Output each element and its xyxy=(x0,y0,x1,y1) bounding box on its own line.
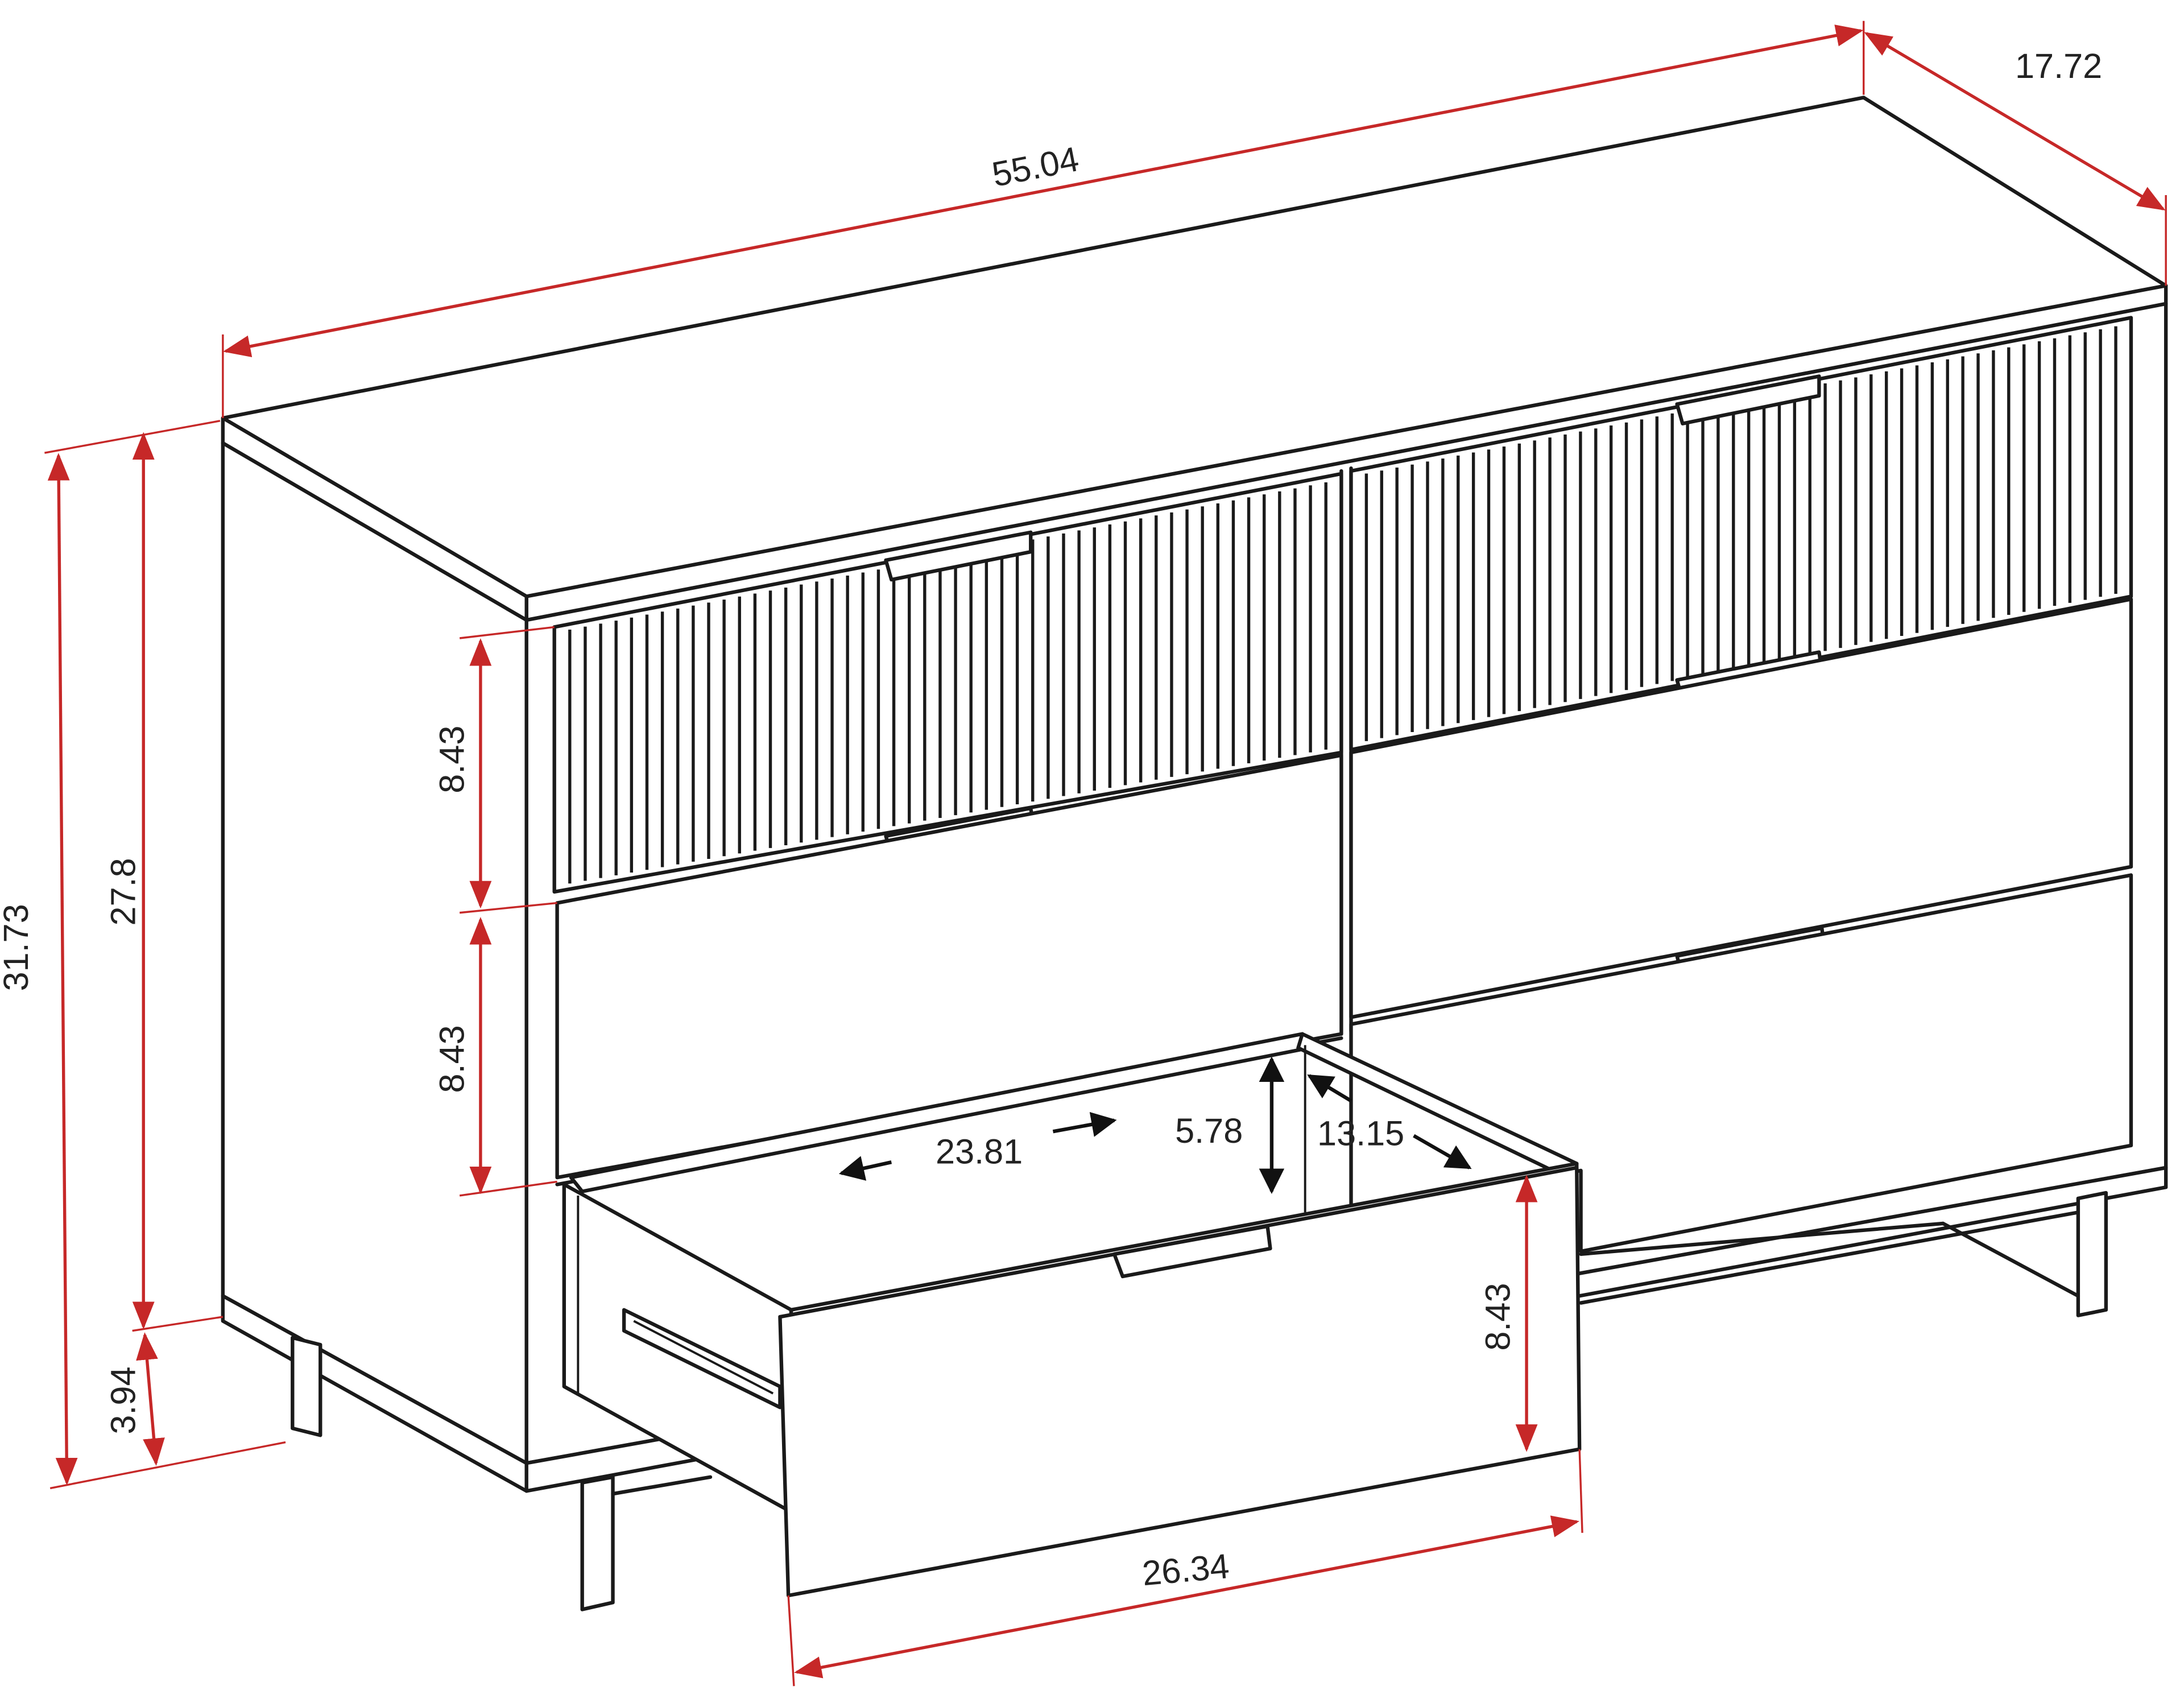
label-open-drawer-height: 8.43 xyxy=(1479,1283,1517,1350)
handle-top-right-upper[interactable] xyxy=(1675,374,1821,425)
handle-top-left-upper[interactable] xyxy=(884,530,1033,582)
plinth-rail-left xyxy=(611,1475,713,1496)
dim-line-overall-width xyxy=(222,24,1864,357)
drawer-top-right[interactable] xyxy=(1349,316,2133,752)
label-top-drawer-height: 8.43 xyxy=(433,726,471,793)
handle-open-drawer[interactable] xyxy=(1112,1224,1272,1279)
dim-line-overall-depth xyxy=(1864,32,2166,210)
dim-arrow-interior-depth-up xyxy=(1307,1074,1352,1103)
label-overall-height: 31.73 xyxy=(0,904,35,991)
plinth-rail-right xyxy=(1579,1221,1945,1257)
leg-front-left xyxy=(580,1475,615,1611)
drawer-slide xyxy=(622,1308,782,1410)
dim-arrow-interior-depth-down xyxy=(1413,1134,1472,1169)
leg-brace-right xyxy=(1941,1221,2080,1298)
dimension-annotations: 55.04 17.72 31.73 27.8 3.94 8.43 8.43 8.… xyxy=(0,20,2167,1687)
label-body-height: 27.8 xyxy=(104,858,143,925)
label-interior-depth: 13.15 xyxy=(1317,1114,1404,1153)
dim-line-leg-height xyxy=(136,1332,165,1466)
label-interior-height: 5.78 xyxy=(1175,1111,1243,1150)
label-drawer-front-width: 26.34 xyxy=(1140,1547,1231,1593)
leg-back-left xyxy=(291,1336,322,1437)
flutes-top-right xyxy=(1364,326,2117,741)
label-leg-height: 3.94 xyxy=(104,1366,143,1434)
flutes-top-left xyxy=(568,482,1327,884)
dim-arrow-interior-width-right xyxy=(1052,1111,1117,1137)
dim-line-drawer-front-width xyxy=(794,1515,1580,1679)
label-middle-drawer-height: 8.43 xyxy=(433,1025,471,1093)
drawer-bottom-left-open[interactable] xyxy=(555,1032,1582,1598)
label-interior-width: 23.81 xyxy=(936,1133,1023,1171)
dim-arrow-interior-width-left xyxy=(838,1156,892,1181)
dim-line-overall-height xyxy=(47,453,78,1486)
leg-front-right xyxy=(2076,1191,2108,1317)
drawers xyxy=(552,316,2133,1598)
drawer-middle-left[interactable] xyxy=(555,753,1343,1180)
label-overall-depth: 17.72 xyxy=(2015,47,2102,85)
